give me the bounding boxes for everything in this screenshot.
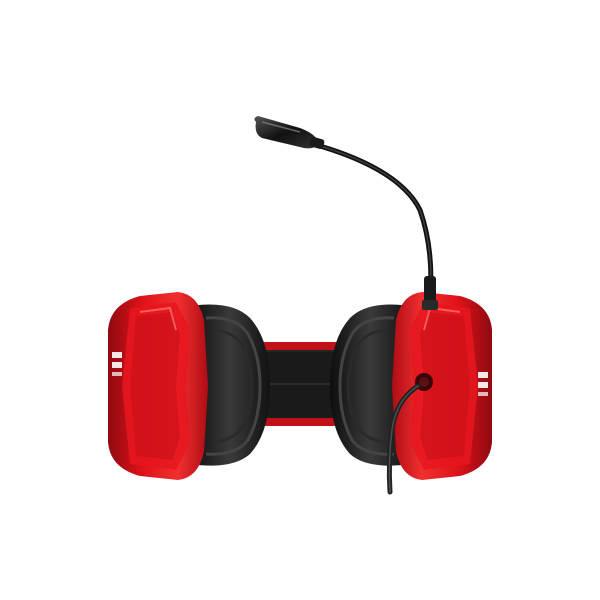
left-ear-cup [108, 292, 270, 480]
right-ear-cup [330, 292, 492, 480]
microphone-boom [317, 143, 438, 310]
microphone-head [254, 116, 325, 149]
